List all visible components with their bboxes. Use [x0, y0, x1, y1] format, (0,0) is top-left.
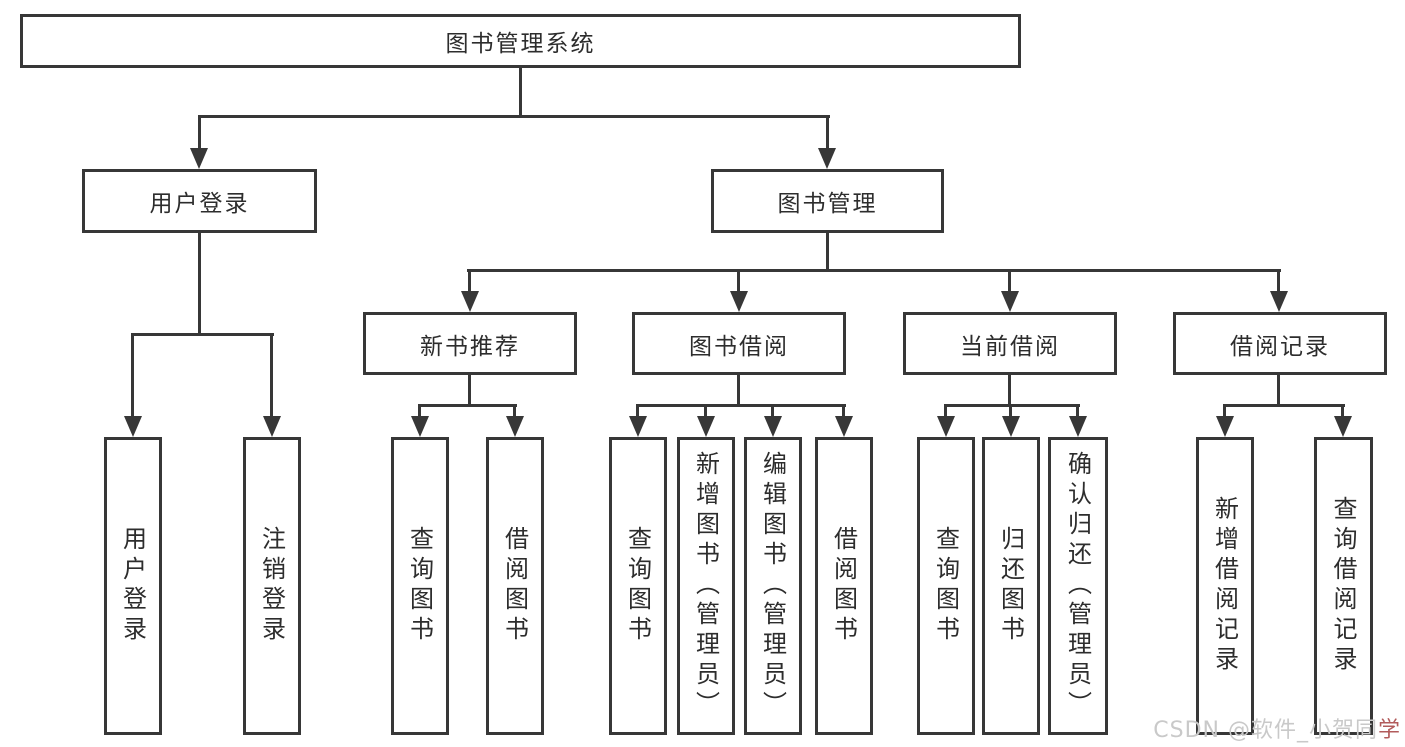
connector-shaft	[418, 404, 421, 418]
node-leaf-query-books-borrow: 查询图书	[609, 437, 667, 735]
csdn-watermark: CSDN @软件_小贺同学	[1153, 712, 1401, 744]
arrow-down-icon	[1270, 291, 1288, 312]
node-leaf-logout: 注销登录	[243, 437, 301, 735]
arrow-down-icon	[1334, 416, 1352, 437]
node-user-login: 用户登录	[82, 169, 317, 233]
node-new-book-recommend: 新书推荐	[363, 312, 577, 375]
connector-sub-rail	[944, 404, 1080, 407]
arrow-down-icon	[697, 416, 715, 437]
connector-shaft	[1223, 404, 1226, 418]
connector-shaft	[771, 404, 774, 418]
arrow-down-icon	[937, 416, 955, 437]
csdn-watermark-accent: 学	[1377, 718, 1401, 743]
connector-shaft	[636, 404, 639, 418]
connector-shaft	[1341, 404, 1344, 418]
node-library-system: 图书管理系统	[20, 14, 1021, 68]
connector-shaft	[1009, 404, 1012, 418]
connector-stem	[468, 373, 471, 407]
arrow-down-icon	[818, 148, 836, 169]
node-leaf-user-login: 用户登录	[104, 437, 162, 735]
arrow-down-icon	[506, 416, 524, 437]
node-leaf-edit-book-admin: 编辑图书（管理员）	[744, 437, 802, 735]
connector-shaft	[737, 269, 740, 294]
connector-root-stem	[519, 66, 522, 118]
connector-shaft	[270, 333, 273, 418]
connector-shaft	[468, 269, 471, 294]
node-leaf-query-books-current: 查询图书	[917, 437, 975, 735]
node-leaf-confirm-return-admin: 确认归还（管理员）	[1048, 437, 1108, 735]
connector-shaft	[131, 333, 134, 418]
arrow-down-icon	[1216, 416, 1234, 437]
arrow-down-icon	[1069, 416, 1087, 437]
connector-stem	[1008, 373, 1011, 407]
connector-stem	[1277, 373, 1280, 407]
arrow-down-icon	[730, 291, 748, 312]
node-leaf-borrow-books-recommend: 借阅图书	[486, 437, 544, 735]
node-leaf-add-borrow-record: 新增借阅记录	[1196, 437, 1254, 735]
arrow-down-icon	[764, 416, 782, 437]
connector-user-login-rail	[131, 333, 274, 336]
node-leaf-query-books-recommend: 查询图书	[391, 437, 449, 735]
arrow-down-icon	[461, 291, 479, 312]
connector-shaft	[704, 404, 707, 418]
arrow-down-icon	[629, 416, 647, 437]
connector-shaft	[1008, 269, 1011, 294]
arrow-down-icon	[1002, 416, 1020, 437]
node-leaf-query-borrow-record: 查询借阅记录	[1314, 437, 1373, 735]
arrow-down-icon	[263, 416, 281, 437]
connector-sub-rail	[418, 404, 517, 407]
node-borrowing-records: 借阅记录	[1173, 312, 1387, 375]
connector-shaft	[1076, 404, 1079, 418]
connector-sub-rail	[1223, 404, 1345, 407]
node-current-borrowing: 当前借阅	[903, 312, 1117, 375]
connector-shaft	[842, 404, 845, 418]
arrow-down-icon	[124, 416, 142, 437]
node-leaf-add-book-admin: 新增图书（管理员）	[677, 437, 735, 735]
connector-book-mgmt-stem	[826, 231, 829, 272]
arrow-down-icon	[1001, 291, 1019, 312]
node-book-borrowing: 图书借阅	[632, 312, 846, 375]
node-leaf-return-books: 归还图书	[982, 437, 1040, 735]
connector-shaft	[198, 115, 201, 150]
connector-user-login-stem	[198, 231, 201, 335]
connector-shaft	[944, 404, 947, 418]
connector-stem	[737, 373, 740, 407]
connector-shaft	[513, 404, 516, 418]
arrow-down-icon	[190, 148, 208, 169]
connector-sub-rail	[636, 404, 846, 407]
node-book-management: 图书管理	[711, 169, 944, 233]
connector-book-mgmt-rail	[467, 269, 1281, 272]
connector-level2-rail	[198, 115, 830, 118]
csdn-watermark-text: CSDN @软件_小贺同	[1153, 718, 1378, 743]
arrow-down-icon	[835, 416, 853, 437]
arrow-down-icon	[411, 416, 429, 437]
connector-shaft	[1277, 269, 1280, 294]
node-leaf-borrow-books: 借阅图书	[815, 437, 873, 735]
connector-shaft	[826, 115, 829, 150]
